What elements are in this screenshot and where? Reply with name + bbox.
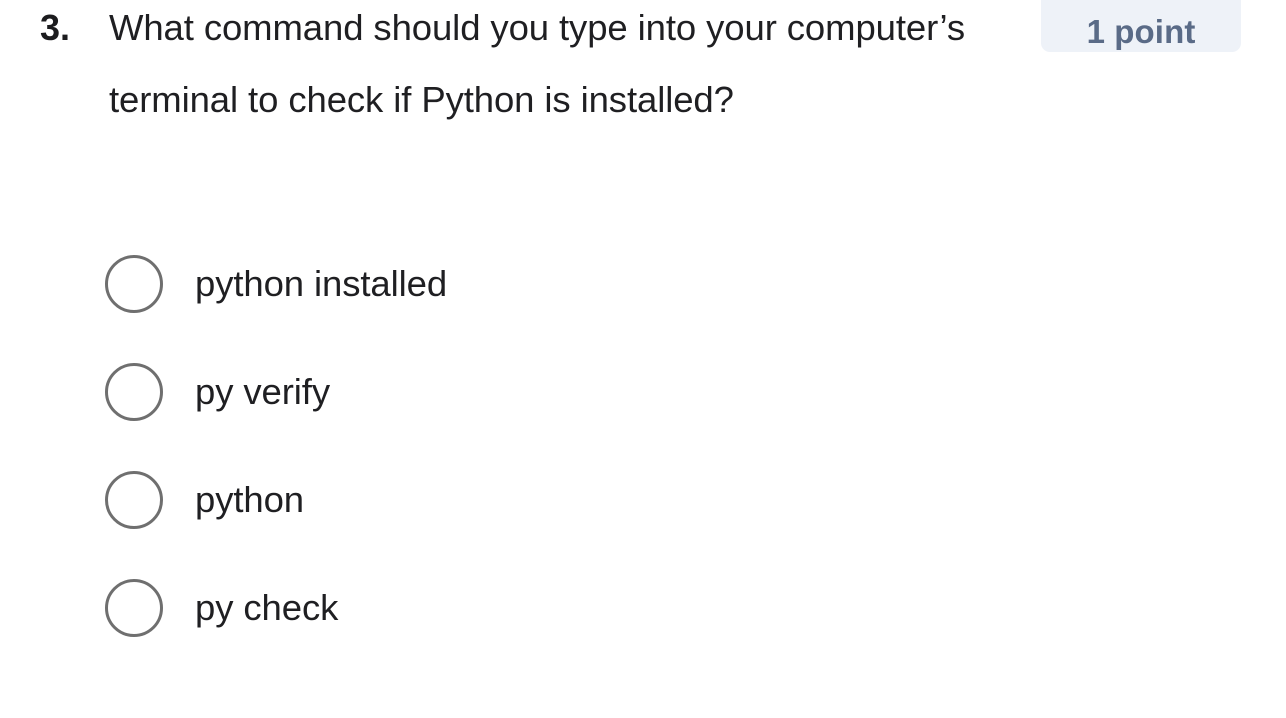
answer-option-label: py check xyxy=(195,587,339,629)
points-badge: 1 point xyxy=(1041,0,1241,52)
question-number: 3. xyxy=(40,7,71,48)
radio-unchecked-icon[interactable] xyxy=(105,579,163,637)
answer-option-label: python xyxy=(195,479,304,521)
answer-option-3[interactable]: py check xyxy=(105,577,905,639)
points-badge-label: 1 point xyxy=(1086,13,1196,50)
answer-option-1[interactable]: py verify xyxy=(105,361,905,423)
answer-option-2[interactable]: python xyxy=(105,469,905,531)
radio-unchecked-icon[interactable] xyxy=(105,363,163,421)
answer-option-label: python installed xyxy=(195,263,448,305)
answer-option-0[interactable]: python installed xyxy=(105,253,905,315)
radio-unchecked-icon[interactable] xyxy=(105,471,163,529)
answer-option-label: py verify xyxy=(195,371,330,413)
radio-unchecked-icon[interactable] xyxy=(105,255,163,313)
question-text: What command should you type into your c… xyxy=(109,7,965,120)
